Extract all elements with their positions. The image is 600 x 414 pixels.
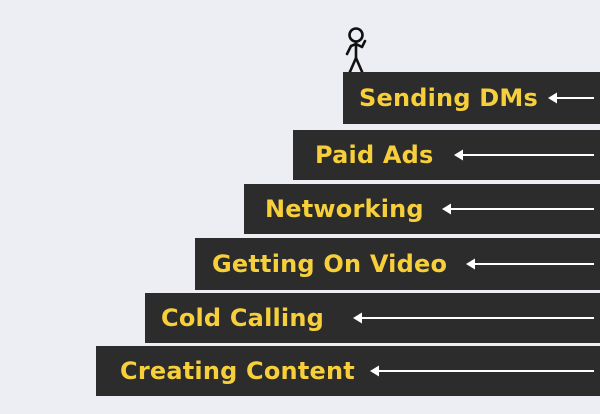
step-label: Networking <box>265 195 424 223</box>
step-label: Sending DMs <box>359 84 538 112</box>
step-sending-dms: Sending DMs <box>343 72 600 124</box>
step-cold-calling: Cold Calling <box>145 293 600 343</box>
left-arrow-icon <box>353 311 594 325</box>
step-networking: Networking <box>244 184 600 234</box>
left-arrow-icon <box>548 91 594 105</box>
left-arrow-icon <box>442 202 594 216</box>
left-arrow-icon <box>466 257 594 271</box>
left-arrow-icon <box>454 148 594 162</box>
step-label: Creating Content <box>120 357 355 385</box>
step-creating-content: Creating Content <box>96 346 600 396</box>
step-getting-on-video: Getting On Video <box>195 238 600 290</box>
step-label: Cold Calling <box>161 304 325 332</box>
step-paid-ads: Paid Ads <box>293 130 600 180</box>
step-label: Getting On Video <box>212 250 448 278</box>
step-label: Paid Ads <box>315 141 434 169</box>
stick-figure-icon <box>340 26 374 76</box>
left-arrow-icon <box>370 364 594 378</box>
